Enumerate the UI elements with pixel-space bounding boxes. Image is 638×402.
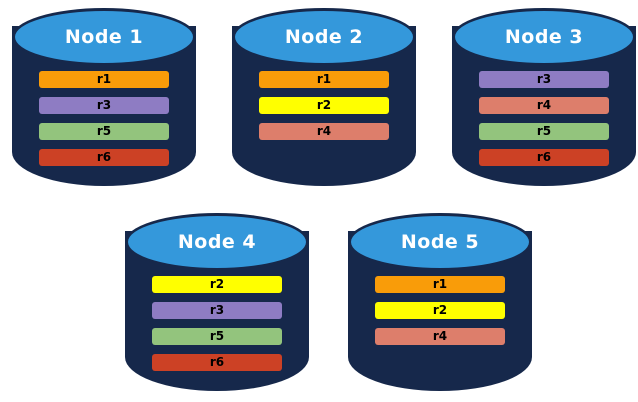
cylinder-top-ellipse (12, 8, 196, 66)
cylinder-top-ellipse (348, 213, 532, 271)
node-label: Node 5 (400, 231, 480, 253)
record-stripe-r5[interactable]: r5 (38, 123, 170, 140)
database-node-3[interactable]: Node 3 r3 r4 r5 r6 (452, 8, 636, 186)
record-stripe-r3[interactable]: r3 (478, 71, 610, 88)
record-stripe-r6[interactable]: r6 (151, 354, 283, 371)
record-stripe-r6[interactable]: r6 (478, 149, 610, 166)
record-stripe-r6[interactable]: r6 (38, 149, 170, 166)
record-stripe-r5[interactable]: r5 (478, 123, 610, 140)
database-node-1[interactable]: Node 1 r1 r3 r5 r6 (12, 8, 196, 186)
record-stripe-r5[interactable]: r5 (151, 328, 283, 345)
node-label: Node 3 (504, 26, 584, 48)
record-stripe-r4[interactable]: r4 (258, 123, 390, 140)
node-label: Node 4 (177, 231, 257, 253)
record-stripe-r1[interactable]: r1 (258, 71, 390, 88)
cylinder-top-ellipse (452, 8, 636, 66)
record-list: r3 r4 r5 r6 (452, 66, 636, 175)
record-stripe-r4[interactable]: r4 (478, 97, 610, 114)
record-list: r1 r2 r4 (232, 66, 416, 149)
record-stripe-r1[interactable]: r1 (38, 71, 170, 88)
record-list: r1 r3 r5 r6 (12, 66, 196, 175)
record-stripe-r2[interactable]: r2 (151, 276, 283, 293)
database-node-4[interactable]: Node 4 r2 r3 r5 r6 (125, 213, 309, 391)
node-label: Node 2 (284, 26, 364, 48)
record-stripe-r3[interactable]: r3 (151, 302, 283, 319)
database-node-2[interactable]: Node 2 r1 r2 r4 (232, 8, 416, 186)
record-stripe-r2[interactable]: r2 (374, 302, 506, 319)
record-stripe-r1[interactable]: r1 (374, 276, 506, 293)
node-label: Node 1 (64, 26, 144, 48)
database-node-5[interactable]: Node 5 r1 r2 r4 (348, 213, 532, 391)
record-stripe-r2[interactable]: r2 (258, 97, 390, 114)
record-list: r2 r3 r5 r6 (125, 271, 309, 380)
record-list: r1 r2 r4 (348, 271, 532, 354)
record-stripe-r4[interactable]: r4 (374, 328, 506, 345)
cylinder-top-ellipse (232, 8, 416, 66)
cylinder-top-ellipse (125, 213, 309, 271)
record-stripe-r3[interactable]: r3 (38, 97, 170, 114)
